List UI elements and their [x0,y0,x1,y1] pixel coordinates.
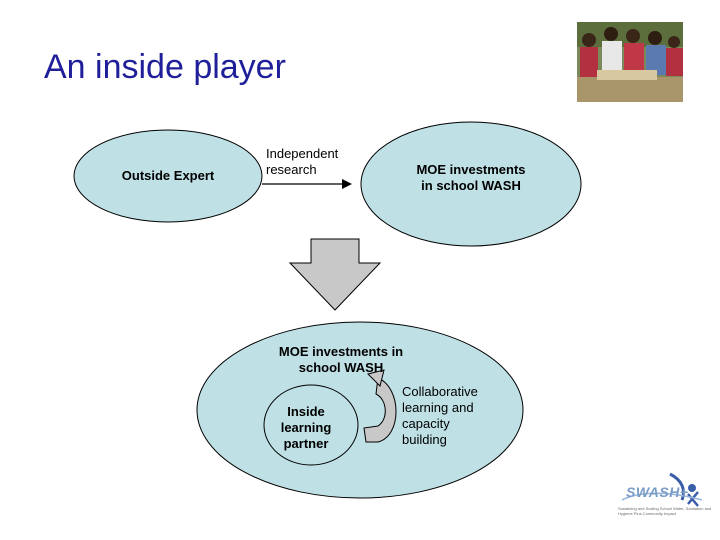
swash-logo [621,472,703,507]
inside-partner-circle [263,384,359,466]
circular-arrow-head [367,369,385,387]
slide-title: An inside player [44,48,286,86]
outside-expert-label: Outside Expert [121,168,215,183]
independent-research-label: Independent research [266,146,339,177]
children-photo [577,22,683,102]
circular-arrow [363,377,397,443]
moe-top-label: MOE investments in school WASH [416,162,526,193]
logo-tagline: Sustaining and Scaling School Water, San… [618,506,712,516]
collaborative-label: Collaborative learning and capacity buil… [402,384,478,447]
moe-top-circle [360,121,582,247]
inside-partner-label: Inside learning partner [280,404,332,451]
logo-wordmark: SWASH+ [626,484,689,500]
down-block-arrow [288,238,382,311]
moe-bottom-label: MOE investments in school WASH [278,344,404,375]
outside-expert-ellipse [73,129,263,223]
